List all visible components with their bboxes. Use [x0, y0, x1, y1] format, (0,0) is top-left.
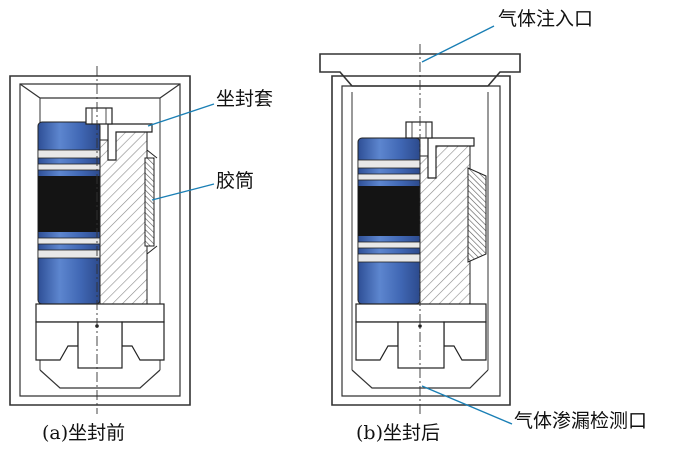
- seal-sleeve-after: [427, 137, 475, 179]
- caption-before: (a)坐封前: [42, 422, 126, 444]
- section-before: [99, 131, 148, 305]
- rubber-cylinder-before: [144, 157, 155, 247]
- rubber-band-after: [358, 186, 420, 236]
- fixture-before: [9, 66, 191, 414]
- caption-after: (b)坐封后: [356, 422, 440, 444]
- fixture-after: [319, 44, 521, 414]
- top-nut-after: [405, 121, 433, 139]
- leader-seal-sleeve: [147, 103, 215, 127]
- top-nut-before: [85, 107, 113, 125]
- label-gas-inlet: 气体注入口: [498, 8, 594, 30]
- rubber-cylinder-after: [467, 167, 487, 263]
- rubber-band-before: [38, 176, 100, 232]
- leader-leak-port: [421, 385, 513, 425]
- label-seal-sleeve: 坐封套: [216, 88, 274, 110]
- base-block-after: [355, 303, 487, 323]
- leader-gas-inlet: [421, 25, 495, 63]
- leader-lines: [147, 25, 513, 425]
- base-block-before: [35, 303, 165, 323]
- leader-rubber-cylinder: [151, 183, 215, 201]
- label-leak-detection-port: 气体渗漏检测口: [514, 410, 648, 432]
- label-rubber-cylinder: 胶筒: [216, 170, 255, 192]
- housing-after: [331, 75, 511, 406]
